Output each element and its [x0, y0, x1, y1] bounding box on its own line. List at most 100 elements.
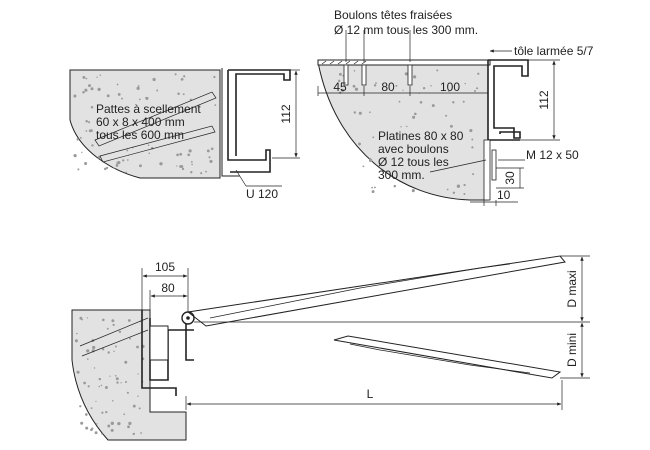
concrete-speckle — [422, 86, 426, 90]
concrete-speckle — [373, 84, 377, 87]
concrete-speckle — [88, 121, 91, 124]
concrete-speckle — [463, 183, 466, 187]
concrete-speckle — [174, 73, 177, 76]
concrete-speckle — [106, 327, 109, 330]
label-plates-line2: avec boulons — [378, 142, 449, 156]
concrete-speckle — [137, 85, 140, 87]
concrete-speckle — [116, 83, 119, 86]
concrete-speckle — [456, 184, 461, 188]
concrete-speckle — [106, 94, 110, 98]
concrete-speckle — [117, 421, 121, 426]
dim-80-bottom: 80 — [161, 281, 175, 295]
concrete-speckle — [116, 163, 118, 165]
concrete-speckle — [138, 98, 141, 101]
concrete-speckle — [122, 159, 125, 162]
concrete-speckle — [73, 94, 77, 98]
concrete-speckle — [337, 79, 341, 83]
concrete-speckle — [462, 100, 465, 103]
concrete-speckle — [190, 161, 193, 163]
dim-d-mini: D mini — [565, 333, 579, 367]
concrete-speckle — [125, 171, 127, 173]
anchor-bars-bottom — [79, 317, 149, 357]
concrete-speckle — [123, 413, 126, 416]
hinge-center — [186, 316, 190, 320]
concrete-speckle — [90, 407, 93, 409]
concrete-speckle — [101, 348, 105, 351]
concrete-speckle — [132, 404, 136, 408]
ramp-upper-truss — [209, 263, 511, 319]
plate-80x80 — [483, 139, 491, 201]
concrete-speckle — [88, 129, 92, 133]
concrete-speckle — [464, 82, 466, 85]
concrete-block-right — [317, 61, 489, 201]
concrete-speckle — [369, 111, 371, 114]
detail-checker-plate: 45 80 100 112 30 10 M 12 x 50 tôle larmé… — [317, 8, 594, 206]
detail-anchor-channel: 112 U 120 Pattes à scellement 60 x 8 x 4… — [69, 68, 300, 201]
concrete-speckle — [76, 370, 79, 373]
concrete-speckle — [109, 375, 111, 377]
leader-plates — [429, 159, 487, 173]
concrete-speckle — [179, 152, 183, 156]
concrete-speckle — [362, 165, 365, 168]
concrete-speckle — [111, 319, 115, 323]
bolt-m12 — [491, 149, 497, 181]
label-sheet: tôle larmée 5/7 — [514, 44, 594, 58]
concrete-speckle — [104, 167, 107, 171]
dim-112-left: 112 — [279, 104, 293, 123]
checker-hatch — [321, 60, 367, 65]
concrete-speckle — [208, 156, 211, 159]
concrete-speckle — [471, 146, 474, 149]
concrete-speckle — [83, 381, 86, 385]
concrete-speckle — [411, 189, 415, 193]
concrete-speckle — [431, 104, 435, 108]
concrete-speckle — [152, 77, 156, 82]
concrete-speckle — [200, 172, 203, 175]
concrete-speckle — [404, 72, 409, 76]
concrete-speckle — [81, 318, 83, 321]
concrete-speckle — [190, 171, 193, 174]
concrete-speckle — [82, 75, 86, 79]
concrete-speckle — [180, 78, 184, 81]
concrete-speckle — [177, 92, 180, 95]
concrete-speckle — [463, 192, 466, 196]
concrete-speckle — [81, 151, 83, 154]
label-m12: M 12 x 50 — [526, 148, 579, 162]
concrete-speckle — [372, 136, 375, 139]
concrete-speckle — [398, 100, 401, 103]
concrete-speckle — [342, 74, 344, 77]
concrete-speckle — [206, 149, 210, 153]
concrete-speckle — [94, 431, 98, 435]
concrete-speckle — [93, 367, 96, 369]
concrete-speckle — [99, 74, 102, 76]
concrete-speckle — [393, 184, 397, 188]
concrete-speckle — [358, 142, 361, 146]
frame-inner — [149, 325, 169, 361]
anchor-plate-upper — [94, 91, 217, 147]
concrete-speckle — [400, 126, 402, 128]
concrete-speckle — [140, 432, 143, 434]
concrete-speckle — [118, 330, 122, 334]
concrete-speckle — [353, 111, 356, 114]
checker-plate — [317, 59, 491, 66]
anchor-plate-lower — [99, 125, 216, 163]
concrete-speckle — [74, 339, 78, 343]
channel-outer — [221, 68, 240, 177]
concrete-speckle — [449, 124, 453, 128]
concrete-speckle — [148, 152, 151, 154]
concrete-speckle — [124, 380, 128, 384]
concrete-speckle — [76, 332, 78, 335]
concrete-speckle — [405, 125, 408, 128]
concrete-speckle — [209, 159, 213, 163]
concrete-speckle — [116, 381, 119, 384]
label-anchor-line1: Pattes à scellement — [96, 102, 201, 116]
concrete-speckle — [84, 161, 88, 166]
bolt-3 — [407, 64, 413, 86]
concrete-speckle — [452, 101, 455, 104]
concrete-speckle — [92, 345, 96, 350]
concrete-speckle — [413, 75, 417, 79]
dim-80-top: 80 — [381, 80, 395, 94]
concrete-speckle — [101, 432, 103, 435]
concrete-speckle — [375, 82, 377, 85]
concrete-speckle — [353, 69, 356, 72]
concrete-speckle — [182, 93, 185, 96]
